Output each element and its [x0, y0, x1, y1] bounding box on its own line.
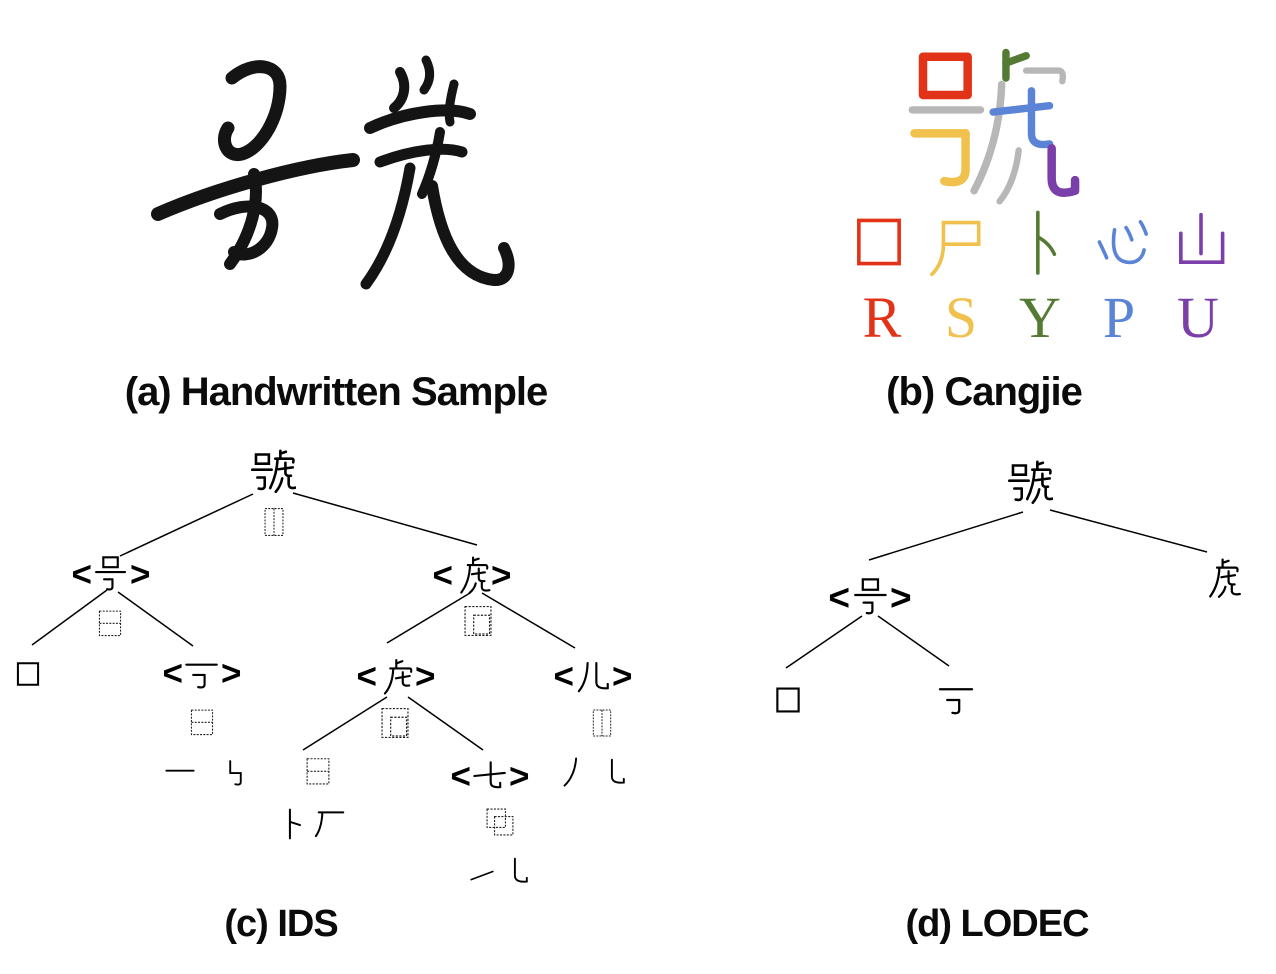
cangjie-component-尸: [924, 206, 996, 283]
tree-node-ids-㇀: [467, 858, 497, 888]
angle-bracket-close: >: [612, 656, 633, 696]
tree-node-ids-号: <>: [71, 554, 151, 594]
angle-bracket-close: >: [509, 756, 530, 796]
angle-bracket-open: <: [828, 576, 850, 618]
tree-node-ids-七: <>: [451, 757, 530, 795]
tree-node-ids-⿸: [377, 705, 413, 741]
tree-node-lodec-丂: [936, 678, 976, 718]
tree-edge: [407, 696, 484, 751]
tree-edge: [386, 592, 471, 644]
caption-c: (c) IDS: [224, 903, 338, 945]
angle-bracket-open: <: [432, 555, 453, 595]
tree-node-ids-口: [10, 656, 46, 692]
tree-node-ids-丿: [555, 755, 589, 789]
caption-d: (d) LODEC: [905, 903, 1089, 945]
cangjie-stroke: [1047, 143, 1080, 197]
tree-node-ids-⿻: [483, 805, 517, 839]
tree-node-lodec-口: [769, 681, 807, 719]
cangjie-stroke: [918, 52, 972, 100]
tree-node-ids-⿰: [587, 708, 618, 739]
tree-edge: [785, 615, 863, 669]
tree-edge: [31, 589, 108, 646]
angle-bracket-close: >: [491, 555, 512, 595]
caption-a: (a) Handwritten Sample: [124, 370, 549, 414]
tree-edge: [117, 591, 194, 647]
tree-node-ids-⿰: [258, 506, 290, 538]
tree-node-ids-丂: <>: [163, 654, 242, 692]
cangjie-stroke: [970, 80, 1006, 195]
cangjie-component-口: [843, 206, 915, 283]
tree-node-ids-虎: <>: [432, 555, 512, 595]
cangjie-code-S: S: [944, 285, 978, 350]
tree-node-ids-𠃑: [219, 755, 253, 789]
tree-node-ids-乚: [503, 854, 537, 888]
angle-bracket-open: <: [553, 656, 574, 696]
angle-bracket-open: <: [162, 653, 183, 693]
tree-edge: [868, 511, 1024, 561]
tree-edge: [481, 592, 576, 649]
tree-node-ids-⿱: [94, 607, 127, 640]
tree-node-ids-虍: <>: [356, 656, 436, 696]
tree-edge: [119, 493, 254, 557]
tree-node-lodec-虎: [1201, 558, 1241, 598]
tree-node-ids-儿: <>: [554, 657, 633, 695]
cangjie-code-U: U: [1177, 285, 1219, 350]
tree-edge: [302, 696, 388, 751]
cangjie-code-Y: Y: [1019, 285, 1061, 350]
tree-node-ids-⿱: [301, 754, 335, 788]
tree-edge: [877, 615, 950, 667]
cangjie-components-row: [843, 206, 1237, 283]
tree-node-ids-乚: [600, 755, 634, 789]
tree-node-lodec-号: <>: [828, 576, 912, 618]
angle-bracket-open: <: [450, 756, 471, 796]
angle-bracket-close: >: [130, 554, 151, 594]
tree-node-ids-⿱: [186, 706, 219, 739]
tree-node-ids-號: [250, 449, 296, 495]
tree-edge: [292, 492, 478, 546]
cangjie-code-P: P: [1102, 285, 1136, 350]
tree-node-ids-⺊: [273, 806, 309, 842]
tree-node-ids-一: [163, 753, 197, 787]
angle-bracket-close: >: [890, 576, 912, 618]
cangjie-stroke: [996, 147, 1022, 205]
cangjie-component-山: [1165, 206, 1237, 283]
cangjie-stroke: [989, 101, 1054, 116]
cangjie-stroke: [940, 129, 970, 187]
angle-bracket-close: >: [221, 653, 242, 693]
tree-node-ids-厂: [313, 803, 349, 839]
caption-b: (b) Cangjie: [886, 370, 1083, 414]
handwritten-sample-image: [151, 55, 515, 290]
angle-bracket-close: >: [415, 656, 436, 696]
tree-node-ids-⿸: [460, 603, 496, 639]
cangjie-colored-character: [908, 48, 1080, 205]
cangjie-code-R: R: [862, 285, 902, 350]
tree-node-lodec-號: [1007, 460, 1053, 506]
cangjie-component-心: [1085, 206, 1157, 283]
angle-bracket-open: <: [356, 656, 377, 696]
cangjie-stroke: [1002, 51, 1030, 67]
angle-bracket-open: <: [71, 554, 92, 594]
tree-edge: [1049, 509, 1208, 553]
cangjie-stroke: [1027, 87, 1054, 149]
cangjie-stroke: [1022, 67, 1067, 85]
cangjie-component-卜: [1004, 206, 1076, 283]
